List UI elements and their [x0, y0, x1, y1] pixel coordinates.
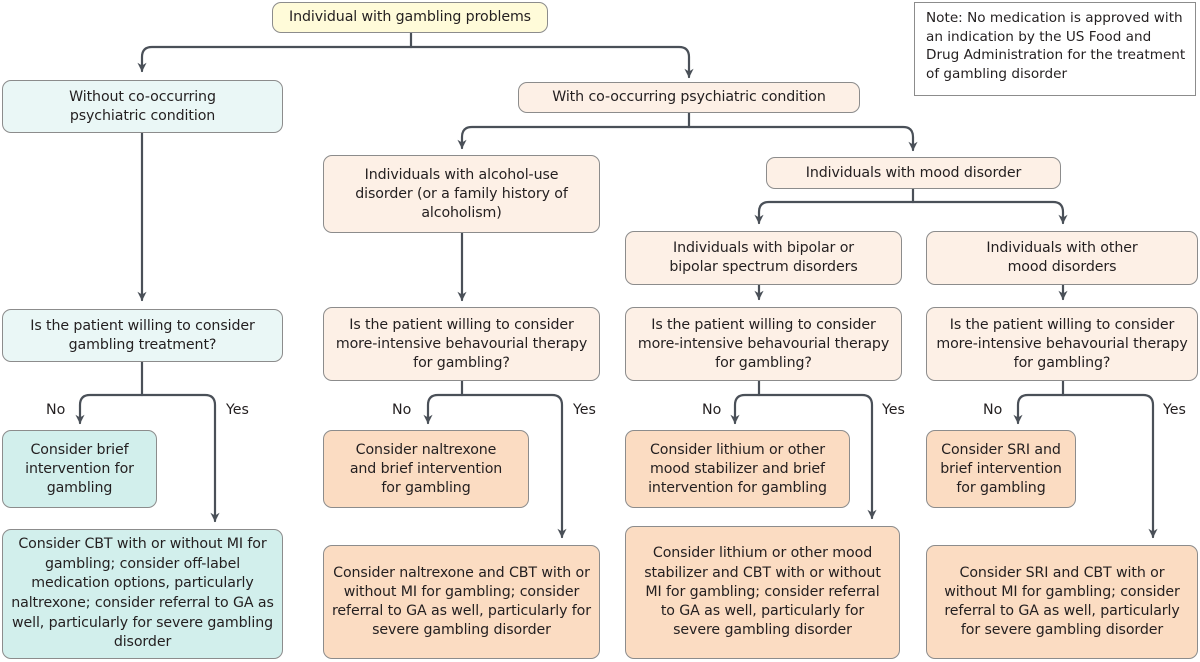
with-condition-node: With co-occurring psychiatric condition [518, 82, 860, 113]
arrow-with-to-mood [687, 125, 918, 152]
without-condition-label: Without co-occurring psychiatric conditi… [69, 88, 216, 124]
without-no-label: No [46, 402, 66, 418]
bipolar-question-label: Is the patient willing to consider more-… [637, 316, 890, 371]
arrow-alcohol-yes [460, 393, 567, 539]
without-no-outcome-label: Consider brief intervention for gambling [25, 441, 134, 496]
bipolar-no-outcome: Consider lithium or other mood stabilize… [625, 430, 850, 508]
other-yes-label: Yes [1163, 402, 1186, 418]
bipolar-no-outcome-label: Consider lithium or other mood stabilize… [648, 441, 827, 496]
bipolar-yes-label: Yes [882, 402, 905, 418]
alcohol-label: Individuals with alcohol-use disorder (o… [355, 166, 568, 221]
alcohol-question-label: Is the patient willing to consider more-… [335, 316, 588, 371]
bipolar-yes-outcome-label: Consider lithium or other mood stabilize… [644, 545, 881, 639]
alcohol-no-outcome: Consider naltrexone and brief interventi… [323, 430, 529, 508]
arrow-mood-to-bipolar [754, 200, 915, 225]
alcohol-node: Individuals with alcohol-use disorder (o… [323, 155, 600, 233]
without-question-label: Is the patient willing to consider gambl… [30, 317, 255, 353]
without-no-outcome: Consider brief intervention for gambling [2, 430, 157, 508]
alcohol-no-outcome-label: Consider naltrexone and brief interventi… [349, 441, 503, 496]
without-yes-label: Yes [226, 402, 249, 418]
arrow-without-no [75, 393, 144, 425]
other-no-label: No [983, 402, 1003, 418]
bipolar-question-node: Is the patient willing to consider more-… [625, 307, 902, 381]
bipolar-label: Individuals with bipolar or bipolar spec… [669, 240, 858, 275]
mood-node: Individuals with mood disorder [766, 157, 1061, 189]
without-yes-outcome: Consider CBT with or without MI for gamb… [2, 529, 283, 659]
arrow-mood-to-other [911, 200, 1068, 225]
arrow-other-yes [1061, 393, 1158, 539]
bipolar-node: Individuals with bipolar or bipolar spec… [625, 231, 902, 285]
arrow-bipolar-no [730, 393, 761, 425]
arrow-without-yes [140, 393, 220, 523]
arrow-root-to-without [137, 45, 413, 73]
arrow-with-to-alcohol [457, 125, 691, 150]
without-question-node: Is the patient willing to consider gambl… [2, 309, 283, 362]
arrow-other-no [1013, 393, 1065, 425]
bipolar-yes-outcome: Consider lithium or other mood stabilize… [625, 526, 900, 659]
other-question-label: Is the patient willing to consider more-… [936, 316, 1188, 371]
root-node: Individual with gambling problems [272, 2, 548, 33]
arrow-root-to-with [409, 45, 694, 79]
other-mood-label: Individuals with other mood disorders [986, 240, 1138, 275]
other-mood-node: Individuals with other mood disorders [926, 231, 1198, 285]
alcohol-yes-label: Yes [573, 402, 596, 418]
without-yes-outcome-label: Consider CBT with or without MI for gamb… [11, 536, 274, 651]
alcohol-question-node: Is the patient willing to consider more-… [323, 307, 600, 381]
fda-note: Note: No medication is approved with an … [914, 2, 1196, 96]
alcohol-yes-outcome: Consider naltrexone and CBT with or with… [323, 545, 600, 659]
arrow-bipolar-yes [757, 393, 877, 520]
other-no-outcome: Consider SRI and brief intervention for … [926, 430, 1076, 508]
other-question-node: Is the patient willing to consider more-… [926, 307, 1198, 381]
other-yes-outcome: Consider SRI and CBT with or without MI … [926, 545, 1198, 659]
arrow-alcohol-no [423, 393, 464, 425]
without-condition-node: Without co-occurring psychiatric conditi… [2, 80, 283, 133]
alcohol-yes-outcome-label: Consider naltrexone and CBT with or with… [332, 565, 591, 638]
bipolar-no-label: No [702, 402, 722, 418]
alcohol-no-label: No [392, 402, 412, 418]
other-yes-outcome-label: Consider SRI and CBT with or without MI … [944, 565, 1180, 638]
other-no-outcome-label: Consider SRI and brief intervention for … [940, 441, 1062, 496]
